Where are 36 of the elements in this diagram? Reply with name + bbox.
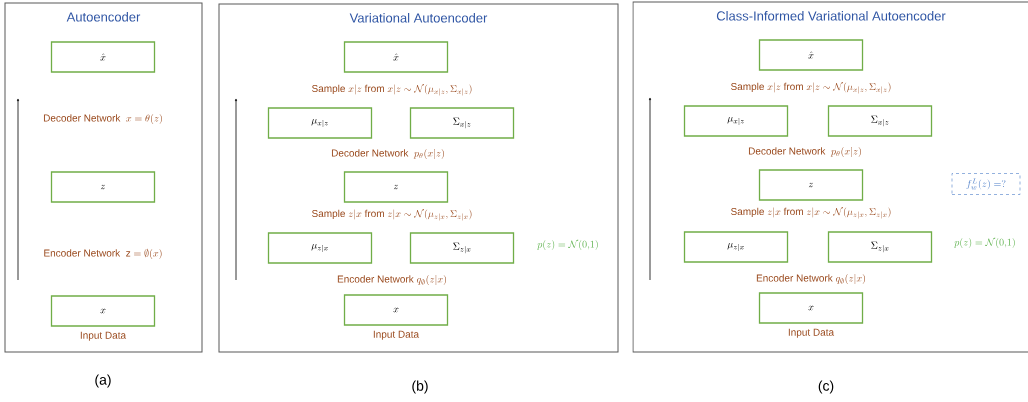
- prior-formula: $p(z) = \mathcal{N}(0{,}1)$: [953, 237, 1015, 248]
- variable-box: $z$: [343, 171, 449, 203]
- sampling-label: $\text{Sample } z|x \text{ from } z|x \sim \mathcal{N}(\mu_{z|x},\Sigma_{z|x})$: [312, 209, 472, 221]
- variable-box: $\mu_{z|x}$: [267, 232, 373, 264]
- sampling-label: $\text{Sample } x|z \text{ from } x|z \sim \mathcal{N}(\mu_{x|z},\Sigma_{x|z})$: [312, 84, 472, 96]
- variable-box: $x$: [50, 295, 156, 327]
- panel-caption: (b): [412, 380, 428, 394]
- input-label: Input Data: [373, 330, 420, 340]
- variable-box: $z$: [758, 169, 864, 201]
- network-label: $\text{Encoder Network }\; \mathrm{z}=\emptyset(x)$: [44, 248, 162, 259]
- sampling-label: $\text{Sample } x|z \text{ from } x|z \sim \mathcal{N}(\mu_{x|z},\Sigma_{x|z})$: [731, 82, 891, 94]
- variable-box: $\Sigma_{z|x}$: [827, 231, 933, 263]
- variable-box: $\Sigma_{x|z}$: [827, 105, 933, 137]
- variable-box: $z$: [50, 171, 156, 203]
- variable-box: $x$: [758, 292, 864, 324]
- formula-box: $f_w^L(z) = ?$: [951, 173, 1021, 195]
- network-label: $\text{Encoder Network } q_\emptyset(z|x)$: [756, 274, 865, 284]
- variable-box: $x$: [343, 294, 449, 326]
- network-label: $\text{Decoder Network }\; p_\theta(x|z)$: [748, 147, 861, 157]
- variable-box: $\Sigma_{z|x}$: [409, 232, 515, 264]
- variable-box: $\mu_{x|z}$: [683, 105, 789, 137]
- variable-box: $\hat{x}$: [758, 39, 864, 71]
- variable-box: $\mu_{x|z}$: [267, 107, 373, 139]
- network-label: $\text{Encoder Network } q_\emptyset(z|x)$: [337, 275, 446, 285]
- network-label: $\text{Decoder Network }\; p_\theta(x|z)$: [331, 149, 444, 159]
- variable-box: $\mu_{z|x}$: [683, 231, 789, 263]
- variable-box: $\hat{x}$: [343, 41, 449, 73]
- prior-formula: $p(z) = \mathcal{N}(0{,}1)$: [536, 239, 598, 250]
- panel-caption: (c): [818, 380, 834, 394]
- panel-caption: (a): [95, 374, 111, 388]
- variable-box: $\Sigma_{x|z}$: [409, 107, 515, 139]
- input-label: Input Data: [80, 331, 127, 341]
- input-label: Input Data: [788, 328, 835, 338]
- variable-box: $\hat{x}$: [50, 41, 156, 73]
- network-label: $\text{Decoder Network }\; x=\theta(z)$: [43, 114, 162, 124]
- sampling-label: $\text{Sample } z|x \text{ from } z|x \sim \mathcal{N}(\mu_{z|x},\Sigma_{z|x})$: [731, 207, 891, 219]
